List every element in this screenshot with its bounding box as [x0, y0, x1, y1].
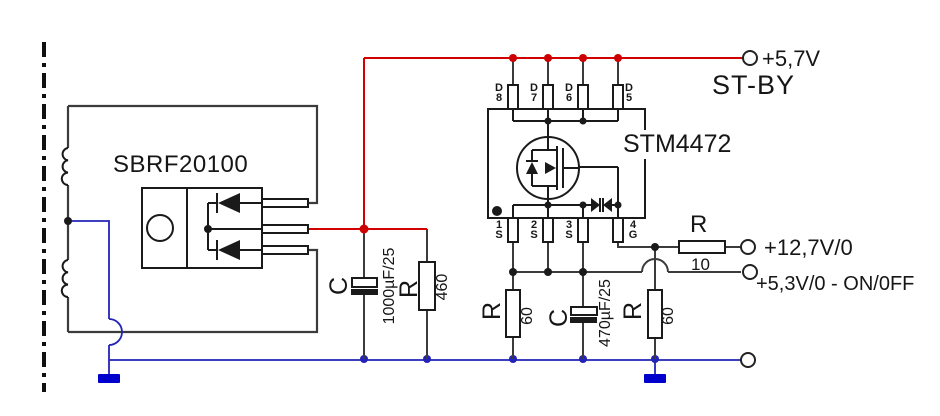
- rail-stby-label: ST-BY: [712, 70, 796, 100]
- c2-value: 470µF/25: [597, 279, 614, 347]
- mosfet-symbol-icon: [516, 136, 580, 200]
- ground-symbol: [98, 374, 120, 383]
- rail-5v3-label: +5,3V/0 - ON/0FF: [756, 273, 915, 295]
- terminal-12v7: [740, 239, 756, 255]
- r3-value: 60: [660, 307, 677, 325]
- r1-ref: R: [395, 279, 423, 299]
- r1-value: 460: [434, 273, 451, 301]
- r3-ref: R: [619, 301, 647, 321]
- rail-5v7-label: +5,7V: [762, 46, 821, 71]
- diode-icon: [218, 240, 240, 260]
- terminal-ground: [740, 352, 756, 368]
- rectifier-package-icon: [141, 187, 309, 269]
- terminal-circles: [740, 50, 758, 368]
- junction-dots: [64, 217, 659, 276]
- mosfet-package-icon: [487, 84, 646, 243]
- winding-coil-icon: [60, 147, 69, 186]
- ground-symbol: [644, 374, 666, 383]
- package-pin: [261, 224, 309, 234]
- terminal-5v7: [742, 50, 758, 66]
- terminal-5v3: [742, 264, 758, 280]
- black-wires: [363, 58, 741, 359]
- protection-diode-icon: [603, 198, 612, 212]
- diode-icon: [218, 193, 240, 213]
- resistor-r60-left-icon: [505, 289, 521, 338]
- resistor-r460-icon: [418, 261, 436, 311]
- package-pin: [507, 217, 519, 243]
- package-pin: [542, 217, 554, 243]
- package-pin: [612, 217, 624, 243]
- package-pin: [261, 245, 309, 255]
- c2-ref: C: [545, 308, 573, 328]
- package-pin: [507, 84, 519, 110]
- capacitor-c470-icon: [570, 306, 598, 323]
- resistor-r10-icon: [678, 240, 726, 254]
- r4-ref: R: [690, 211, 708, 238]
- package-pin: [577, 84, 589, 110]
- package-pin: [261, 198, 309, 208]
- red-rail-wire: [308, 54, 743, 234]
- package-pin: [542, 84, 554, 110]
- r2-ref: R: [478, 301, 506, 321]
- r2-value: 60: [519, 307, 536, 325]
- c1-ref: C: [325, 276, 353, 296]
- mosfet-part-number: STM4472: [620, 130, 735, 159]
- rail-12v7-label: +12,7V/0: [764, 235, 853, 260]
- package-pin: [577, 217, 589, 243]
- rectifier-part-number: SBRF20100: [113, 151, 249, 178]
- mounting-hole-icon: [146, 214, 174, 242]
- winding-coil-icon: [60, 259, 69, 298]
- capacitor-c1000-icon: [351, 277, 378, 295]
- protection-diode-icon: [591, 198, 600, 212]
- resistor-r60-right-icon: [647, 289, 663, 339]
- r4-value: 10: [691, 255, 710, 274]
- pin1-marker-dot: [492, 206, 502, 216]
